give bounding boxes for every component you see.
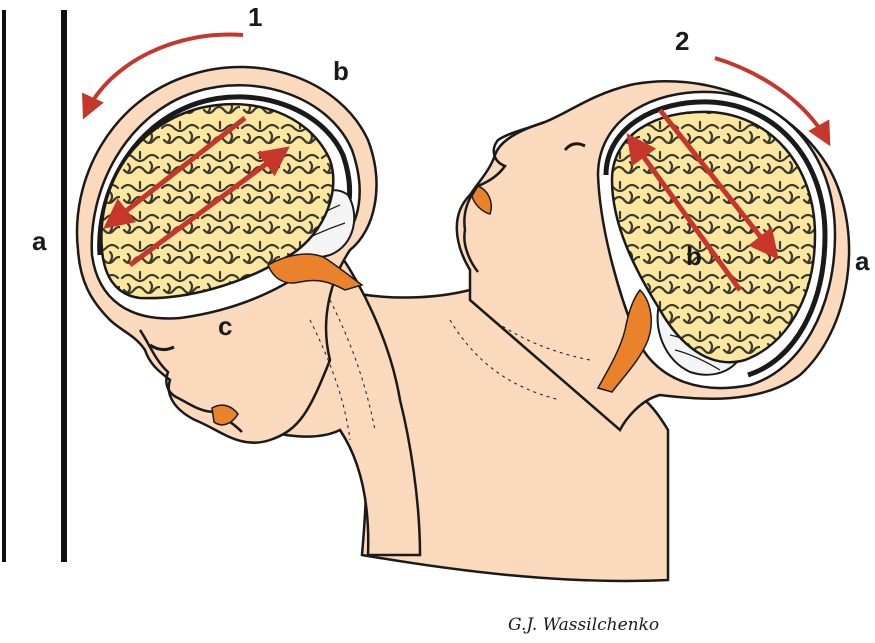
neck-shading (309, 299, 591, 441)
head-1-arrow-back (103, 116, 247, 229)
head-1-flexion (75, 32, 422, 557)
head-2-face-profile (463, 120, 546, 273)
label-b-left: b (333, 56, 349, 86)
head-2-arrow-back (658, 108, 779, 260)
label-c-left: c (218, 311, 232, 341)
label-2: 2 (675, 26, 689, 56)
head-2-brain-gyri (612, 111, 815, 363)
artist-signature: G.J. Wassilchenko (508, 615, 659, 635)
label-a-right: a (855, 246, 870, 276)
head-1-brainstem (267, 253, 364, 291)
label-a-left: a (32, 226, 47, 256)
head-2-brainstem (596, 288, 652, 393)
head-2-eye (563, 142, 586, 151)
head-1-lips (211, 404, 239, 426)
head-2-motion-arrow (714, 56, 831, 147)
label-b-right: b (686, 241, 702, 271)
head-1-eye (149, 343, 175, 352)
label-1: 1 (248, 2, 262, 32)
head-2-dura (603, 99, 828, 378)
head-1-motion-arrow (82, 32, 244, 120)
head-2-lips (471, 185, 492, 215)
head-2-extension (455, 56, 851, 432)
head-2-arrow-forward (626, 133, 743, 292)
head-1-arrow-front (128, 146, 290, 268)
